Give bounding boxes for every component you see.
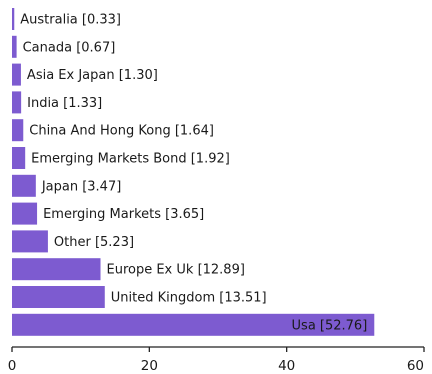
bar-europe-ex-uk xyxy=(12,258,101,281)
bar-japan xyxy=(12,174,36,197)
bar-asia-ex-japan xyxy=(12,63,21,86)
bar-labels-group: Australia [0.33] Canada [0.67] Asia Ex Jap… xyxy=(20,13,367,334)
bar-other xyxy=(12,230,48,253)
bar-label-europe-ex-uk: Europe Ex Uk [12.89] xyxy=(107,263,245,278)
bar-label-usa: Usa [52.76] xyxy=(292,318,368,333)
bar-label-china-and-hong-kong: China And Hong Kong [1.64] xyxy=(29,124,214,139)
bar-label-emerging-markets: Emerging Markets [3.65] xyxy=(43,207,204,222)
x-ticks-group: 0 20 40 60 xyxy=(8,347,425,374)
bar-australia xyxy=(12,8,15,30)
bar-label-other: Other [5.23] xyxy=(54,235,134,250)
x-tick-label-20: 20 xyxy=(141,358,158,374)
bar-label-united-kingdom: United Kingdom [13.51] xyxy=(111,291,267,306)
bar-label-india: India [1.33] xyxy=(27,96,102,111)
bar-usa xyxy=(12,313,375,336)
x-tick-label-60: 60 xyxy=(407,358,424,374)
bar-label-australia: Australia [0.33] xyxy=(20,13,121,28)
bar-emerging-markets-bond xyxy=(12,147,26,169)
x-tick-label-40: 40 xyxy=(278,358,295,374)
bar-canada xyxy=(12,35,17,58)
bar-emerging-markets xyxy=(12,202,38,225)
bar-label-japan: Japan [3.47] xyxy=(41,179,121,194)
bar-label-emerging-markets-bond: Emerging Markets Bond [1.92] xyxy=(31,152,230,167)
bars-group xyxy=(12,8,375,336)
bar-china-and-hong-kong xyxy=(12,119,24,142)
bar-united-kingdom xyxy=(12,286,105,308)
bar-india xyxy=(12,91,22,114)
x-tick-label-0: 0 xyxy=(8,358,17,374)
bar-label-canada: Canada [0.67] xyxy=(23,40,116,55)
bar-label-asia-ex-japan: Asia Ex Japan [1.30] xyxy=(27,68,158,83)
